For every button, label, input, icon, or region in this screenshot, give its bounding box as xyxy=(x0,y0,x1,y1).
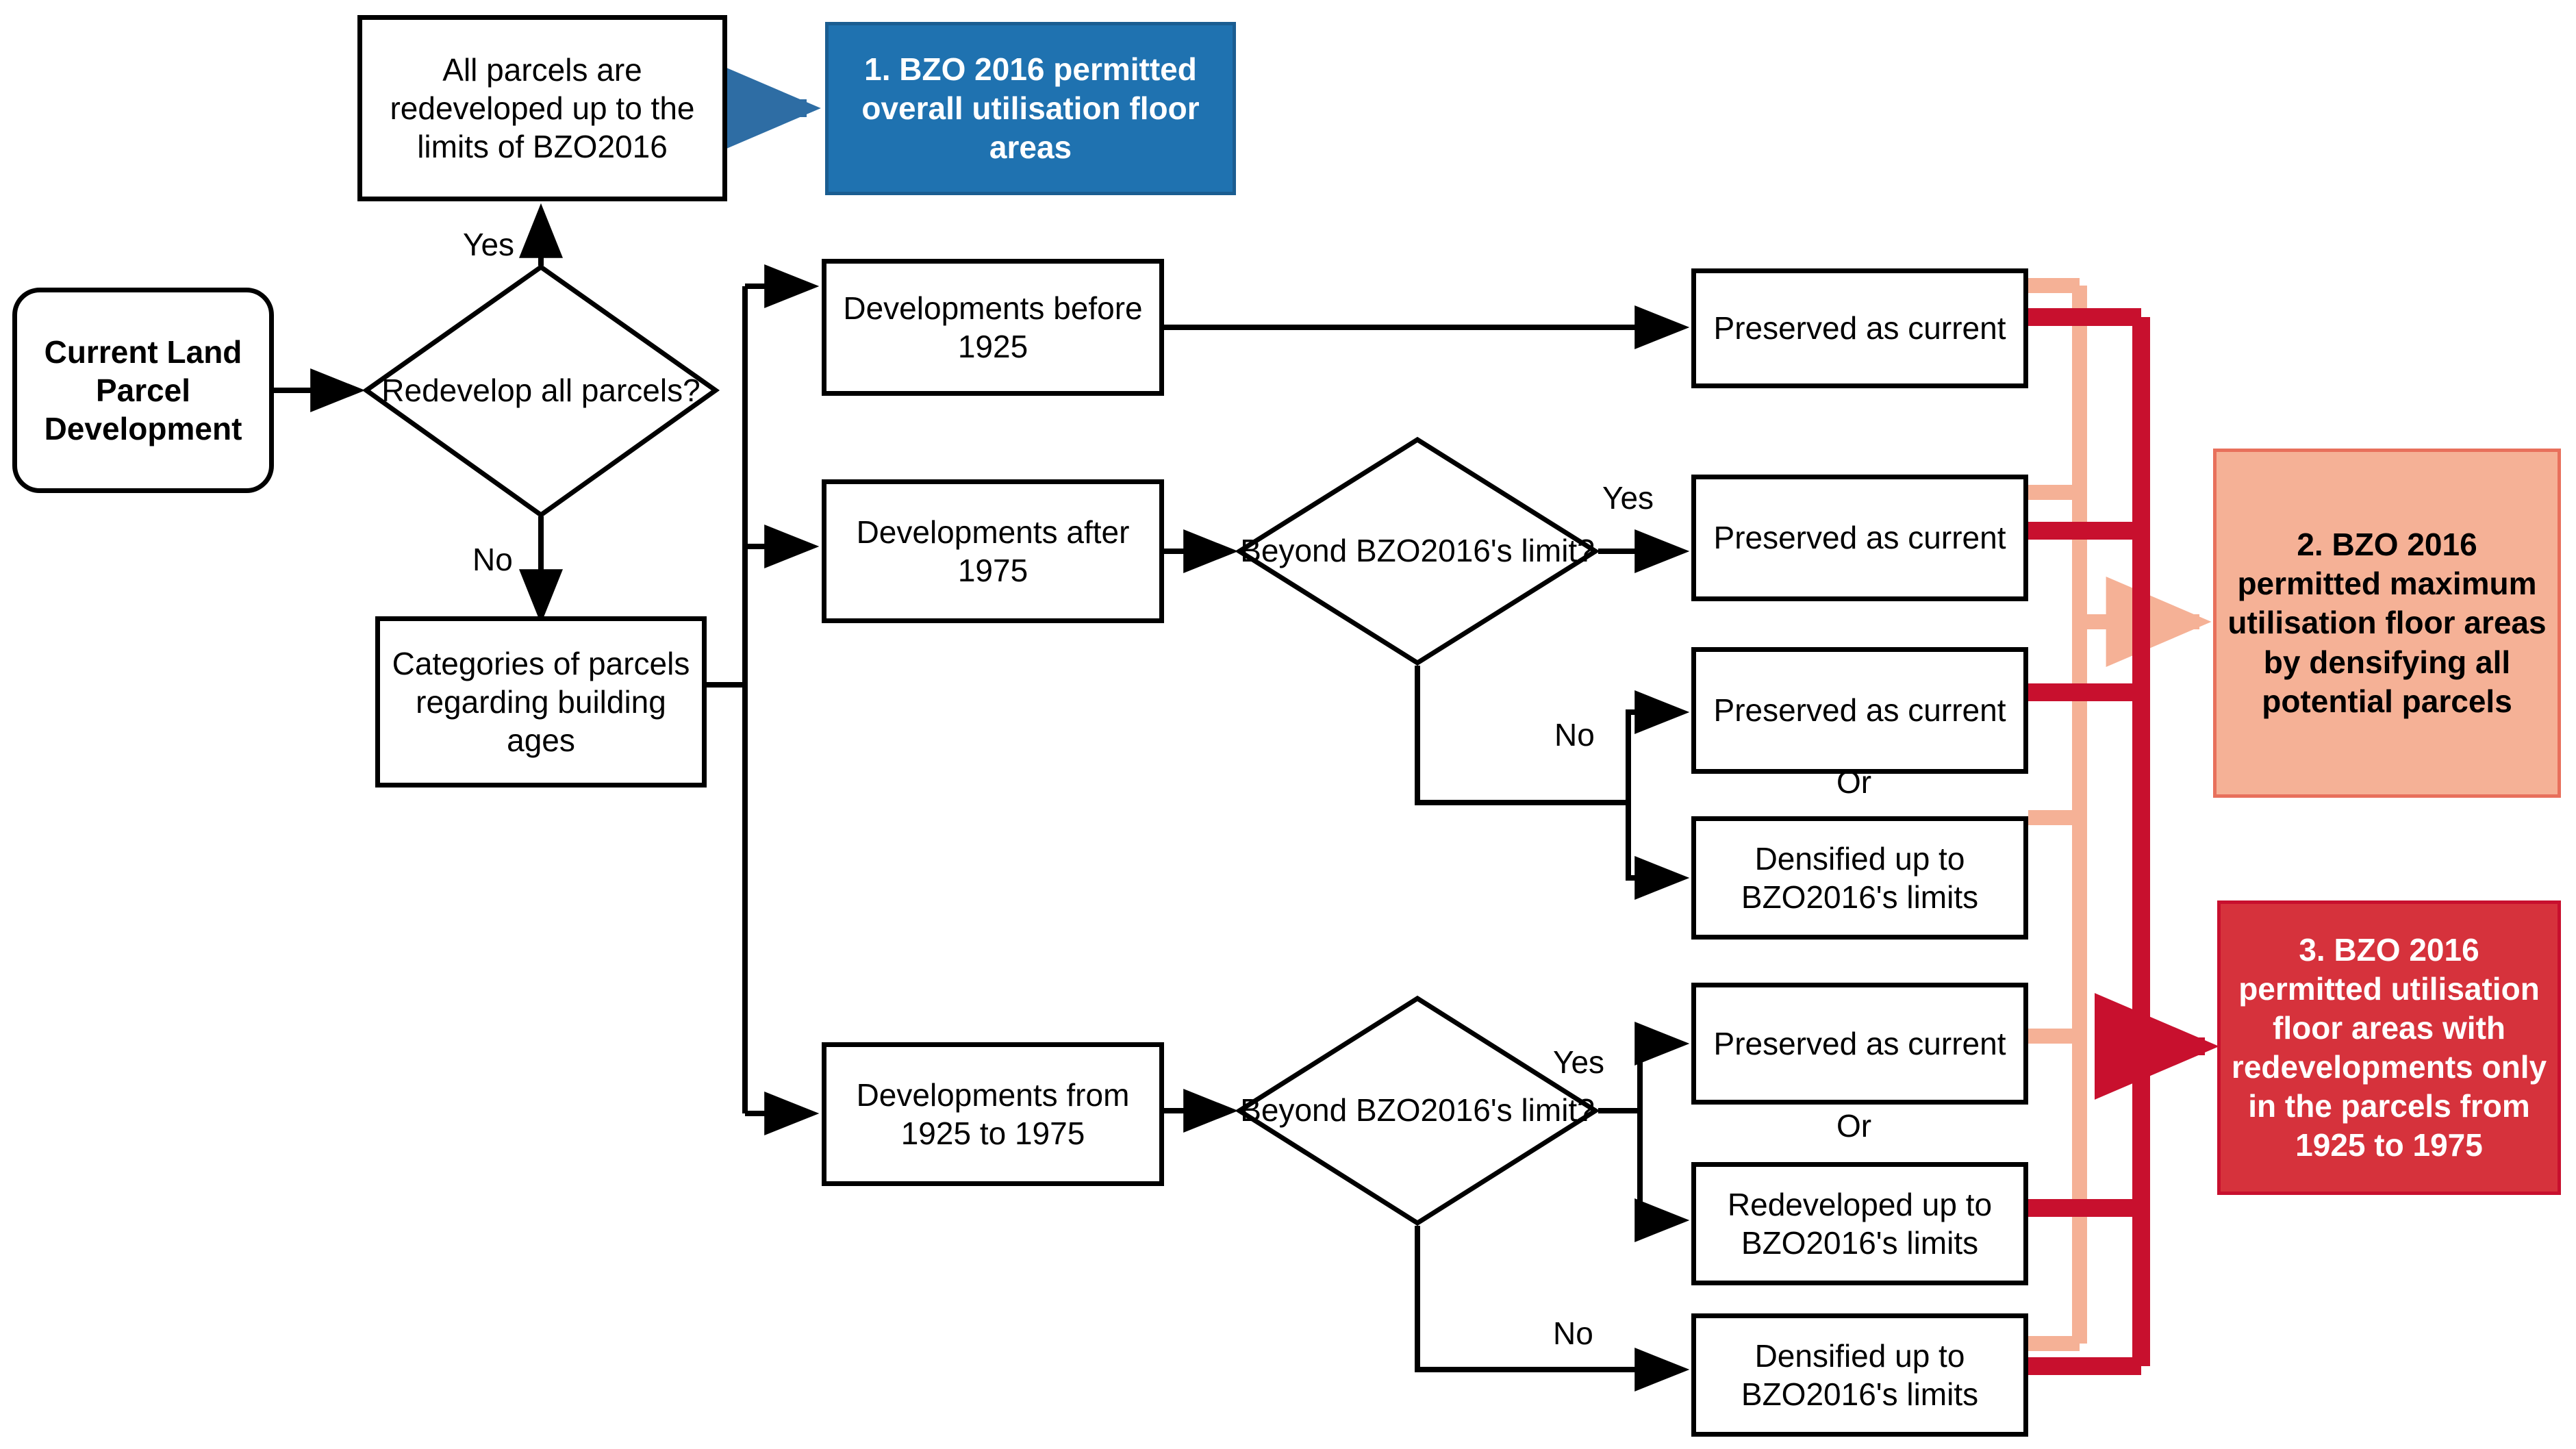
decision-redevelop-all-label: Redevelop all parcels? xyxy=(381,373,700,409)
edge-label-no-redevelop: No xyxy=(472,542,513,577)
node-preserved-as-current-1[interactable]: Preserved as current xyxy=(1691,268,2028,388)
or-label-top: Or xyxy=(1836,764,1872,800)
output-box-3-bzo-redevelopments[interactable]: 3. BZO 2016 permitted utilisation floor … xyxy=(2217,900,2561,1195)
edge-label-no-top: No xyxy=(1554,717,1595,753)
edge-bottom-yes-to-redeveloped xyxy=(1634,1111,1690,1242)
node-preserved-as-current-2[interactable]: Preserved as current xyxy=(1691,475,2028,601)
node-decision-beyond-limit-top[interactable]: Beyond BZO2016's limit? xyxy=(1239,440,1595,663)
node-densified-up-to-limits-1[interactable]: Densified up to BZO2016's limits xyxy=(1691,816,2028,940)
edge-label-yes-bottom: Yes xyxy=(1553,1044,1605,1080)
node-start-current-land-parcel-development[interactable]: Current Land Parcel Development xyxy=(12,288,274,493)
edge-bottom-no-to-densified2 xyxy=(1415,1226,1690,1391)
node-all-parcels-redeveloped[interactable]: All parcels are redeveloped up to the li… xyxy=(357,15,727,201)
node-redeveloped-up-to-limits[interactable]: Redeveloped up to BZO2016's limits xyxy=(1691,1162,2028,1285)
edge-bottom-yes-to-preserved4 xyxy=(1634,1022,1690,1111)
node-categories-of-parcels[interactable]: Categories of parcels regarding building… xyxy=(375,616,707,788)
edge-label-no-bottom: No xyxy=(1553,1315,1593,1351)
edge-top-no-to-preserved3 xyxy=(1626,690,1690,803)
node-densified-up-to-limits-2[interactable]: Densified up to BZO2016's limits xyxy=(1691,1313,2028,1437)
edge-top-no-trunk xyxy=(1415,666,1628,805)
node-developments-before-1925[interactable]: Developments before 1925 xyxy=(822,259,1164,396)
node-decision-redevelop-all[interactable]: Redevelop all parcels? xyxy=(366,267,716,515)
node-developments-1925-to-1975[interactable]: Developments from 1925 to 1975 xyxy=(822,1042,1164,1186)
edge-label-yes-top: Yes xyxy=(1602,480,1654,516)
node-developments-after-1975[interactable]: Developments after 1975 xyxy=(822,479,1164,623)
edge-label-yes-redevelop: Yes xyxy=(463,227,515,262)
output-box-2-bzo-maximum[interactable]: 2. BZO 2016 permitted maximum utilisatio… xyxy=(2213,449,2561,798)
node-preserved-as-current-3[interactable]: Preserved as current xyxy=(1691,647,2028,774)
node-preserved-as-current-4[interactable]: Preserved as current xyxy=(1691,983,2028,1105)
node-decision-beyond-limit-bottom[interactable]: Beyond BZO2016's limit? xyxy=(1239,998,1595,1223)
edge-top-no-to-densified1 xyxy=(1626,803,1690,900)
output-box-1-bzo-overall[interactable]: 1. BZO 2016 permitted overall utilisatio… xyxy=(825,22,1236,195)
decision-beyond-limit-bottom-label: Beyond BZO2016's limit? xyxy=(1240,1092,1595,1129)
or-label-bottom: Or xyxy=(1836,1108,1872,1144)
decision-beyond-limit-top-label: Beyond BZO2016's limit? xyxy=(1240,533,1595,569)
